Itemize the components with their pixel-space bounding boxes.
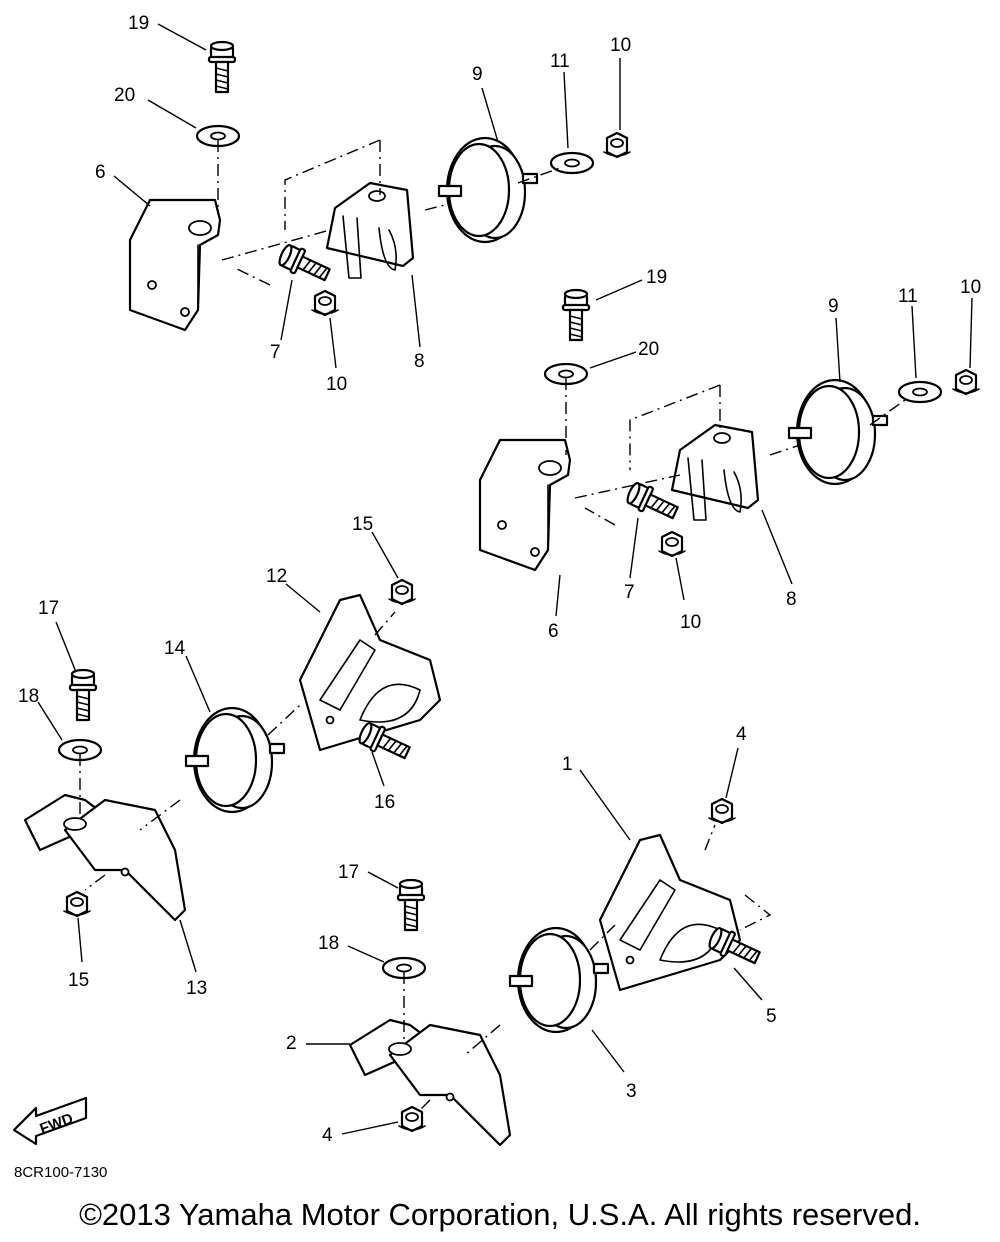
callout-20: 20 <box>638 339 659 360</box>
callout-3: 3 <box>626 1081 637 1102</box>
callout-8: 8 <box>414 351 425 372</box>
callout-5: 5 <box>766 1006 777 1027</box>
callout-7: 7 <box>624 582 635 603</box>
centerline-c <box>79 611 396 891</box>
callout-9: 9 <box>472 64 483 85</box>
callouts: 19 20 6 9 11 10 7 10 8 19 20 9 11 10 7 1… <box>18 13 981 1146</box>
centerline-b <box>565 378 906 526</box>
assembly-d <box>348 797 772 1147</box>
damper-14 <box>184 706 286 814</box>
bolt-17-c <box>68 668 98 722</box>
callout-17: 17 <box>38 598 59 619</box>
assembly-a <box>128 40 632 332</box>
callout-17: 17 <box>338 862 359 883</box>
damper-9-a <box>437 136 539 244</box>
callout-10: 10 <box>326 374 347 395</box>
callout-15: 15 <box>352 514 373 535</box>
bracket-6-a <box>128 198 222 332</box>
nut-10-a-lower <box>310 289 340 317</box>
bracket-13 <box>23 793 187 922</box>
washer-11-b <box>897 380 943 404</box>
bracket-8-b <box>670 423 760 522</box>
nut-4-d-lower <box>397 1105 427 1133</box>
bolt-7-a <box>275 240 334 288</box>
callout-13: 13 <box>186 978 207 999</box>
bracket-6-b <box>478 438 572 572</box>
damper-9-b <box>787 378 889 486</box>
damper-3 <box>508 926 610 1034</box>
nut-10-b-upper <box>951 368 981 396</box>
assembly-c <box>23 578 442 922</box>
callout-10: 10 <box>610 35 631 56</box>
callout-16: 16 <box>374 792 395 813</box>
centerline-d <box>403 824 772 1111</box>
callout-8: 8 <box>786 589 797 610</box>
callout-11: 11 <box>898 286 918 307</box>
bolt-19-b <box>561 288 591 342</box>
callout-19: 19 <box>128 13 149 34</box>
callout-14: 14 <box>164 638 186 659</box>
centerline-a <box>217 139 561 286</box>
assembly-b <box>478 288 981 572</box>
callout-2: 2 <box>286 1033 297 1054</box>
nut-15-c-lower <box>62 890 92 918</box>
nut-10-a-upper <box>602 131 632 159</box>
bracket-2 <box>348 1018 512 1147</box>
diagram-code: 8CR100-7130 <box>14 1164 107 1181</box>
bracket-1 <box>598 833 742 992</box>
washer-11-a <box>549 151 595 175</box>
callout-19: 19 <box>646 267 667 288</box>
callout-11: 11 <box>550 51 570 72</box>
nut-10-b-lower <box>657 530 687 558</box>
bolt-17-d <box>396 878 426 932</box>
callout-4: 4 <box>322 1125 333 1146</box>
callout-6: 6 <box>95 162 106 183</box>
callout-9: 9 <box>828 296 839 317</box>
callout-7: 7 <box>270 342 281 363</box>
callout-12: 12 <box>266 566 287 587</box>
copyright-notice: ©2013 Yamaha Motor Corporation, U.S.A. A… <box>79 1197 921 1232</box>
callout-18: 18 <box>318 933 339 954</box>
callout-10: 10 <box>960 277 981 298</box>
callout-18: 18 <box>18 686 39 707</box>
callout-1: 1 <box>562 754 573 775</box>
nut-4-d-upper <box>707 797 737 825</box>
callout-20: 20 <box>114 85 135 106</box>
callout-6: 6 <box>548 621 559 642</box>
bracket-8-a <box>325 181 415 280</box>
callout-15: 15 <box>68 970 89 991</box>
nut-15-c-upper <box>387 578 417 606</box>
callout-4: 4 <box>736 724 747 745</box>
bolt-19-a <box>207 40 237 94</box>
fwd-arrow: FWD <box>12 1096 88 1146</box>
callout-10: 10 <box>680 612 701 633</box>
